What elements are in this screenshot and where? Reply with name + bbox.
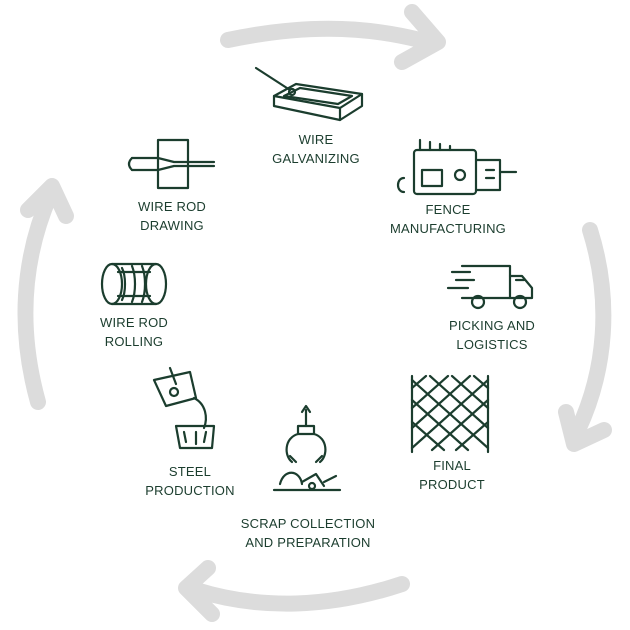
label-line: PICKING AND: [449, 318, 535, 333]
cycle-arrow-left: [17, 178, 74, 410]
stage-label-scrap-collection: SCRAP COLLECTION AND PREPARATION: [241, 514, 375, 552]
label-line: WIRE ROD: [137, 199, 207, 214]
label-line: PRODUCT: [419, 477, 485, 492]
stage-label-final-product: FINAL PRODUCT: [419, 456, 485, 494]
label-line: DRAWING: [140, 218, 204, 233]
cycle-arrow-bottom: [178, 560, 410, 622]
label-line: FENCE: [425, 202, 471, 217]
fence-machine-icon: [396, 138, 518, 196]
stage-label-wire-rod-rolling: WIRE ROD ROLLING: [100, 313, 168, 351]
cycle-arrows: [17, 4, 612, 622]
scrap-grapple-icon: [272, 404, 342, 492]
label-line: MANUFACTURING: [390, 221, 506, 236]
label-line: FINAL: [433, 458, 471, 473]
cycle-arrow-right: [558, 222, 612, 452]
chain-link-mesh-icon: [410, 374, 490, 454]
delivery-truck-icon: [446, 264, 534, 310]
label-line: ROLLING: [104, 334, 164, 349]
label-line: LOGISTICS: [456, 337, 528, 352]
label-line: WIRE ROD: [99, 315, 169, 330]
label-line: WIRE: [298, 132, 334, 147]
stage-label-picking-logistics: PICKING AND LOGISTICS: [449, 316, 535, 354]
cycle-arrow-top: [220, 4, 446, 70]
label-line: PRODUCTION: [145, 483, 235, 498]
label-line: STEEL: [168, 464, 212, 479]
steel-ladle-icon: [152, 366, 216, 450]
stage-label-wire-rod-drawing: WIRE ROD DRAWING: [138, 197, 206, 235]
stage-label-fence-manufacturing: FENCE MANUFACTURING: [390, 200, 506, 238]
wire-coil-icon: [100, 262, 168, 306]
stage-label-steel-production: STEEL PRODUCTION: [145, 462, 234, 500]
galvanizing-tank-icon: [254, 66, 364, 122]
label-line: SCRAP COLLECTION: [240, 516, 376, 531]
wire-drawing-die-icon: [127, 138, 216, 190]
stage-label-wire-galvanizing: WIRE GALVANIZING: [272, 130, 360, 168]
label-line: GALVANIZING: [272, 151, 360, 166]
label-line: AND PREPARATION: [245, 535, 371, 550]
